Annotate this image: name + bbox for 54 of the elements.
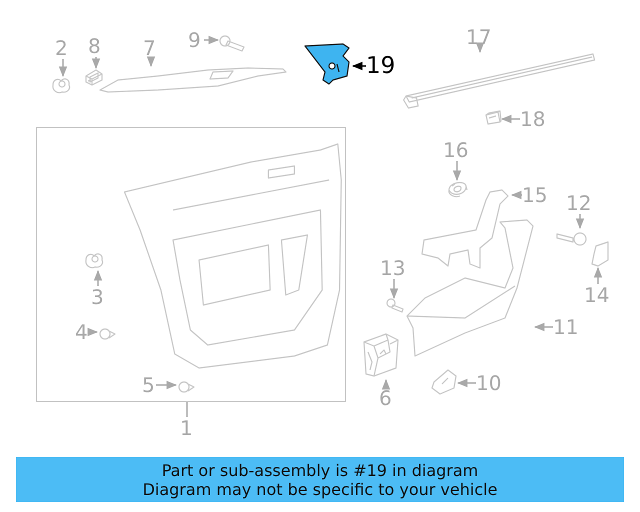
leader-arrow <box>456 378 476 388</box>
leader-arrow <box>382 378 390 390</box>
note-text: Part or sub-assembly is #19 in diagram <box>162 460 478 480</box>
callout-number: 16 <box>443 139 471 161</box>
plug-drawing <box>484 110 502 126</box>
callout-number: 2 <box>55 37 71 59</box>
callout-number: 4 <box>75 321 89 343</box>
callout-number: 9 <box>188 29 204 51</box>
leader-arrow <box>92 57 100 70</box>
callout-number: 15 <box>522 184 550 206</box>
note-banner <box>16 457 624 502</box>
leader-arrow <box>476 42 484 54</box>
callout-number: 5 <box>142 374 156 396</box>
push-pin-drawing <box>176 379 196 395</box>
clip-drawing <box>83 251 105 271</box>
callout-number: 18 <box>520 108 548 130</box>
callout-number: 11 <box>553 316 581 338</box>
callout-number: 3 <box>91 286 105 308</box>
callout-number: 1 <box>180 417 194 439</box>
leader-arrow <box>146 56 156 68</box>
note-text: Diagram may not be specific to your vehicle <box>142 480 498 498</box>
leader-arrow <box>510 190 522 200</box>
leader-arrow <box>156 380 178 390</box>
callout-number: 13 <box>380 257 408 279</box>
leader-arrow <box>500 114 520 124</box>
leader-arrow <box>390 279 398 300</box>
push-pin-drawing <box>97 326 117 342</box>
screw-drawing <box>385 298 405 314</box>
callout-number: 12 <box>566 192 594 214</box>
leader-line <box>186 402 188 417</box>
weatherstrip-drawing <box>402 52 597 108</box>
callout-number: 14 <box>584 284 612 306</box>
callout-number: 6 <box>379 387 393 409</box>
screw-drawing <box>218 34 246 52</box>
clip-drawing <box>50 76 72 94</box>
clip-drawing <box>590 240 610 268</box>
leader-arrow <box>576 214 584 230</box>
armrest-drawing <box>405 218 535 358</box>
callout-number: 19 <box>366 54 396 78</box>
trim-strip-drawing <box>98 66 288 92</box>
clip-drawing <box>84 68 104 86</box>
leader-arrow <box>534 322 553 332</box>
callout-number: 10 <box>476 372 504 394</box>
leader-arrow <box>58 59 68 78</box>
leader-arrow <box>594 266 602 284</box>
callout-number: 8 <box>88 35 104 57</box>
callout-number: 17 <box>466 26 494 48</box>
leader-arrow <box>204 36 220 44</box>
callout-number: 7 <box>143 37 159 59</box>
leader-arrow <box>94 270 102 286</box>
outline-frame <box>36 127 346 402</box>
leader-arrow <box>352 62 366 70</box>
leader-arrow <box>88 328 98 336</box>
leader-arrow <box>452 161 462 182</box>
